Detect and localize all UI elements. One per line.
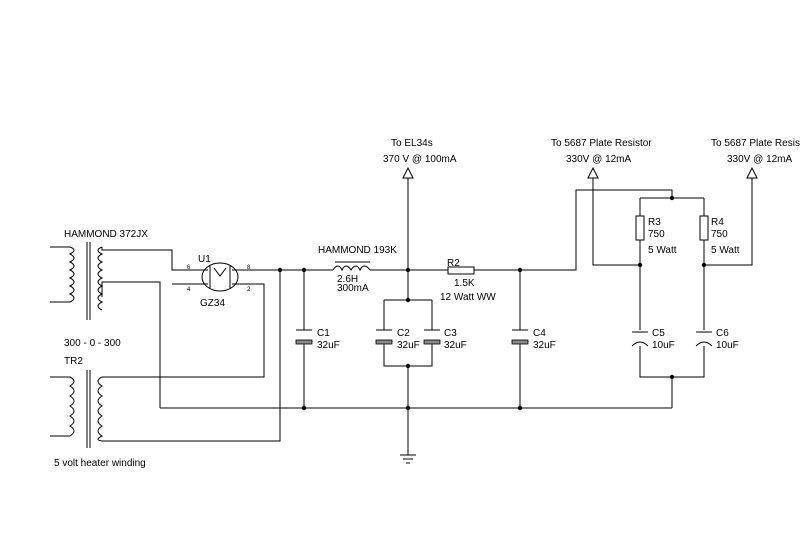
tube-pin-8: 8 (247, 265, 251, 271)
r4-value: 750 (711, 229, 728, 240)
capacitor-c6: C6 10uF (695, 328, 739, 351)
r2-body (447, 266, 475, 275)
c6-value: 10uF (716, 340, 739, 351)
junction-dots (277, 195, 707, 411)
choke-coil (332, 265, 371, 272)
plate2-title: To 5687 Plate Resis (711, 138, 800, 149)
transformer1-name: HAMMOND 372JX (64, 229, 148, 240)
heater-note: 5 volt heater winding (54, 458, 146, 469)
tube-pin-2: 2 (247, 287, 251, 293)
choke-hammond-193k: HAMMOND 193K 2.6H 300mA (318, 245, 397, 294)
ground-symbol (400, 454, 416, 464)
c5-ref: C5 (652, 328, 665, 339)
el34-spec: 370 V @ 100mA (383, 154, 457, 165)
tube-type: GZ34 (200, 298, 225, 309)
capacitor-c2: C2 32uF (375, 328, 420, 351)
tr2-secondary-coil (97, 376, 104, 442)
r2-ref: R2 (447, 258, 460, 269)
r2-rating: 12 Watt WW (440, 292, 496, 303)
c3-ref: C3 (444, 328, 457, 339)
output-el34: To EL34s 370 V @ 100mA (383, 138, 457, 179)
resistor-r4: R4 750 5 Watt (699, 215, 740, 256)
tube-envelope (201, 262, 239, 292)
transformer-hammond-372jx: HAMMOND 372JX 300 - 0 - 300 (50, 229, 148, 349)
r4-ref: R4 (711, 217, 724, 228)
tube-ref: U1 (198, 254, 211, 265)
resistor-r3: R3 750 5 Watt (635, 215, 677, 256)
r4-body (699, 215, 709, 241)
plate1-spec: 330V @ 12mA (566, 154, 632, 165)
plate1-terminal-arrow (587, 166, 599, 179)
plate2-terminal-arrow (746, 166, 758, 179)
el34-terminal-arrow (402, 166, 414, 179)
choke-inductance: 2.6H (337, 274, 358, 285)
r3-ref: R3 (648, 217, 661, 228)
c4-value: 32uF (533, 340, 556, 351)
primary-coil (50, 246, 75, 303)
r3-rating: 5 Watt (648, 245, 677, 256)
choke-current: 300mA (337, 283, 369, 294)
c3-value: 32uF (444, 340, 467, 351)
r2-value: 1.5K (454, 278, 475, 289)
transformer2-name: TR2 (64, 356, 83, 367)
rectifier-tube-gz34: U1 6 4 8 2 GZ34 (187, 254, 251, 309)
tr2-primary-coil (50, 376, 75, 437)
r3-value: 750 (648, 229, 665, 240)
output-plate-2: To 5687 Plate Resis 330V @ 12mA (711, 138, 800, 179)
c1-ref: C1 (317, 328, 330, 339)
c4-ref: C4 (533, 328, 546, 339)
c5-value: 10uF (652, 340, 675, 351)
resistor-r2: R2 1.5K 12 Watt WW (440, 258, 496, 303)
c2-ref: C2 (397, 328, 410, 339)
transformer-tr2: TR2 5 volt heater winding (50, 356, 146, 469)
c1-value: 32uF (317, 340, 340, 351)
output-plate-1: To 5687 Plate Resistor 330V @ 12mA (551, 138, 652, 179)
r3-body (635, 215, 645, 241)
r4-rating: 5 Watt (711, 245, 740, 256)
tube-pin-4: 4 (187, 287, 191, 293)
capacitor-c1: C1 32uF (295, 328, 340, 351)
transformer1-voltage: 300 - 0 - 300 (64, 338, 121, 349)
c6-ref: C6 (716, 328, 729, 339)
capacitor-c3: C3 32uF (423, 328, 467, 351)
capacitor-c4: C4 32uF (511, 328, 556, 351)
capacitor-c5: C5 10uF (631, 328, 675, 351)
secondary-coil (97, 246, 104, 311)
el34-title: To EL34s (391, 138, 433, 149)
plate2-spec: 330V @ 12mA (727, 154, 793, 165)
choke-name: HAMMOND 193K (318, 245, 397, 256)
plate1-title: To 5687 Plate Resistor (551, 138, 652, 149)
tube-pin-6: 6 (187, 265, 191, 271)
c2-value: 32uF (397, 340, 420, 351)
